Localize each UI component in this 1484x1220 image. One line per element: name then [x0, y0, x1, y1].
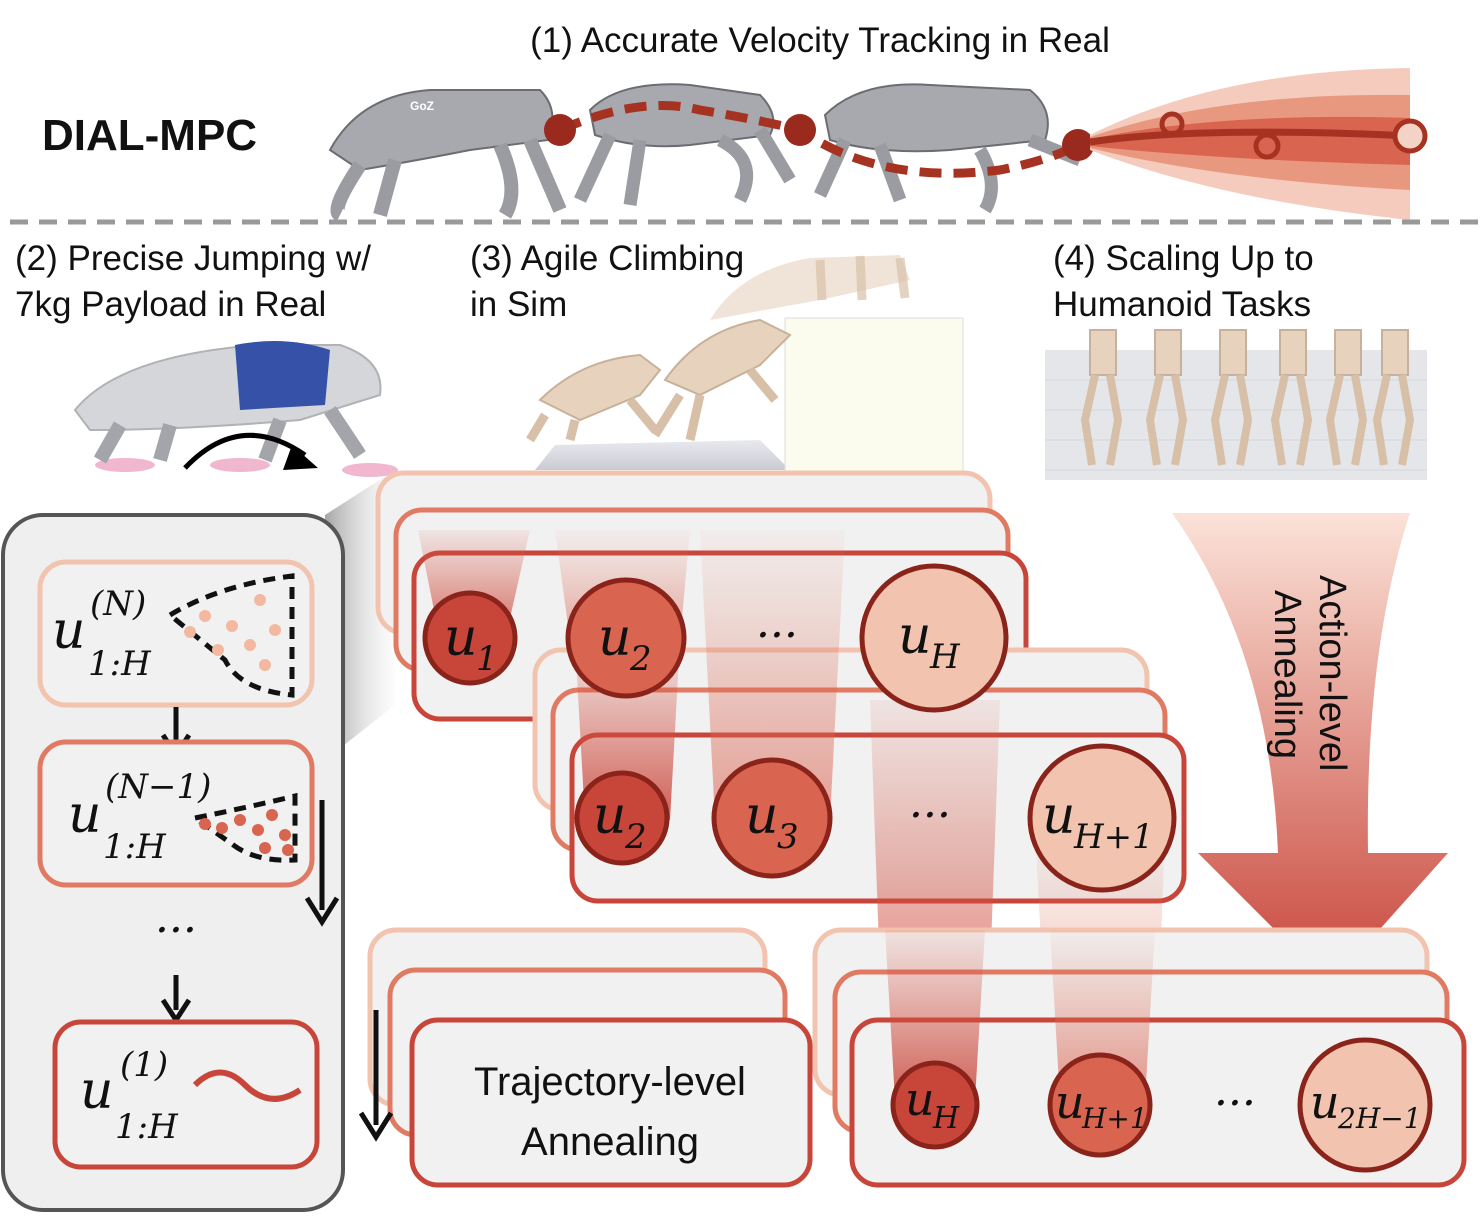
action-u2-node	[565, 577, 687, 699]
trajectory-annealing-line2: Annealing	[521, 1120, 699, 1164]
quadruped-robot-sequence	[328, 83, 1083, 222]
iteration-n1-box	[37, 739, 315, 888]
trajectory-waypoint-2	[784, 114, 816, 146]
action-uh-row3-subscript: H	[932, 1101, 960, 1136]
action-u3-node	[711, 757, 833, 879]
iteration-1-converged-trajectory	[192, 1069, 302, 1102]
iteration-n1-subscript: 1:H	[103, 827, 167, 867]
action-u2-row2-subscript: 2	[624, 817, 647, 857]
caption-climbing-line2: in Sim	[470, 285, 567, 324]
iteration-n-subscript: 1:H	[88, 644, 152, 684]
iteration-n1-superscript: (N−1)	[105, 767, 211, 807]
arrow-trajectory-down-head	[358, 1111, 394, 1142]
iteration-1-subscript: 1:H	[115, 1107, 179, 1147]
action-annealing-line1: Action-level	[1311, 575, 1353, 771]
action-u2-label: u	[598, 608, 632, 668]
iteration-n1-symbol: u	[68, 785, 102, 845]
trajectory-waypoint-3	[1062, 129, 1094, 161]
action-u2h1-subscript: 2H−1	[1337, 1102, 1422, 1135]
action-u3-label: u	[745, 786, 779, 846]
action-uh-subscript: H	[929, 637, 961, 677]
iteration-n1-samples	[199, 809, 294, 856]
robot-badge: GoZ	[410, 99, 434, 113]
jumping-robot-image	[73, 341, 398, 477]
action-u1-label: u	[444, 608, 478, 668]
iteration-ellipsis: ···	[155, 905, 197, 956]
action-annealing-arrow	[1172, 513, 1448, 985]
action-uh-row3-node	[890, 1060, 980, 1150]
row1-ellipsis: ···	[756, 610, 798, 661]
action-u2-subscript: 2	[629, 639, 652, 679]
row3-ellipsis: ···	[1214, 1078, 1256, 1129]
row2-ellipsis: ···	[909, 790, 951, 841]
action-annealing-line2: Annealing	[1266, 590, 1308, 759]
caption-jumping-line2: 7kg Payload in Real	[15, 285, 326, 324]
humanoid-robots-image	[1045, 329, 1427, 480]
quadruped-robot-3	[814, 83, 1083, 214]
iteration-n-sample-cloud	[165, 573, 295, 698]
prediction-uncertainty-fan	[1089, 68, 1428, 220]
quadruped-robot-1	[328, 89, 567, 222]
caption-climbing-line1: (3) Agile Climbing	[470, 239, 744, 278]
caption-velocity-tracking: (1) Accurate Velocity Tracking in Real	[530, 21, 1110, 60]
action-uh-row3-label: u	[905, 1072, 935, 1126]
action-u2h1-label: u	[1310, 1075, 1340, 1129]
trajectory-waypoint-1	[544, 114, 576, 146]
caption-humanoid-line1: (4) Scaling Up to	[1053, 239, 1314, 278]
arrow-panel-down-head	[304, 896, 340, 927]
action-u2-row2-label: u	[593, 786, 627, 846]
caption-humanoid-line2: Humanoid Tasks	[1053, 285, 1311, 324]
tube-u3	[700, 530, 845, 820]
action-u1-subscript: 1	[476, 639, 498, 679]
iteration-1-box	[52, 1019, 320, 1170]
iteration-n-box	[37, 559, 315, 708]
action-uh1-subscript: H+1	[1073, 817, 1154, 857]
iteration-n1-sample-cloud	[188, 792, 298, 863]
tube-uh-row3	[885, 930, 985, 1100]
action-uh-label: u	[898, 606, 932, 666]
action-uh1-row3-node	[1047, 1052, 1153, 1158]
action-uh-node	[859, 563, 1009, 713]
action-uh1-row3-subscript: H+1	[1081, 1102, 1148, 1135]
action-u3-subscript: 3	[777, 817, 799, 857]
iteration-n-symbol: u	[52, 601, 86, 661]
climbing-robot-image	[526, 255, 964, 477]
action-uh1-row3-label: u	[1055, 1075, 1085, 1129]
iteration-1-superscript: (1)	[120, 1045, 168, 1085]
action-u2h1-node	[1297, 1037, 1433, 1173]
tube-uh1-row3	[1050, 930, 1155, 1100]
brand-title: DIAL-MPC	[42, 111, 257, 160]
action-uh1-node	[1027, 743, 1177, 893]
iteration-n-superscript: (N)	[90, 584, 146, 624]
action-uh1-label: u	[1042, 786, 1076, 846]
action-annealing-label: Action-level Annealing	[1266, 575, 1353, 771]
trajectory-annealing-line1: Trajectory-level	[474, 1060, 746, 1104]
iteration-1-symbol: u	[80, 1061, 114, 1121]
caption-jumping-line1: (2) Precise Jumping w/	[15, 239, 371, 278]
quadruped-robot-2	[574, 83, 796, 206]
action-u1-node	[422, 590, 518, 686]
iteration-n-samples	[184, 594, 281, 671]
action-u2-row2-node	[574, 770, 670, 866]
trajectory-annealing-box	[409, 1017, 813, 1188]
